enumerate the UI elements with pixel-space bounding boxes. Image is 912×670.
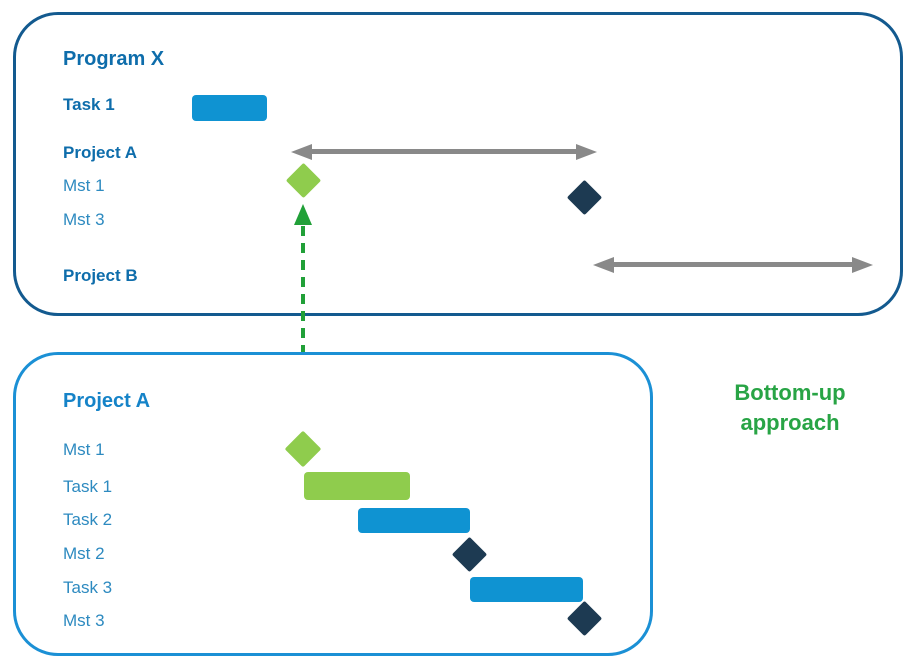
arrow-left-head-icon	[593, 257, 614, 273]
arrow-right-head-icon	[576, 144, 597, 160]
project-row-label-mst3: Mst 3	[63, 611, 105, 630]
project-task2-bar	[358, 508, 470, 533]
program-row-label-mst1: Mst 1	[63, 176, 105, 195]
project-a-title: Project A	[63, 390, 151, 412]
arrow-shaft	[305, 149, 583, 154]
project-row-label-mst1: Mst 1	[63, 440, 105, 459]
project-row-label-task1: Task 1	[63, 477, 113, 496]
bottom-up-connector-arrowhead-icon	[294, 204, 312, 225]
project-task3-bar	[470, 577, 583, 602]
program-projectB-duration-arrow-icon	[593, 257, 873, 273]
arrow-left-head-icon	[291, 144, 312, 160]
bottom-up-approach-label: Bottom-up approach	[698, 378, 882, 438]
annotation-line1: Bottom-up	[734, 380, 846, 405]
program-row-label-projectA: Project A	[63, 143, 138, 162]
project-row-label-mst2: Mst 2	[63, 544, 105, 563]
program-row-label-mst3: Mst 3	[63, 210, 105, 229]
bottom-up-connector-dashed-line-icon	[301, 226, 305, 430]
project-task1-bar	[304, 472, 410, 500]
annotation-line2: approach	[740, 410, 840, 435]
program-row-label-projectB: Project B	[63, 266, 138, 285]
program-row-label-task1: Task 1	[63, 95, 115, 114]
project-row-label-task3: Task 3	[63, 578, 113, 597]
project-a-panel	[13, 352, 653, 656]
arrow-shaft	[607, 262, 859, 267]
project-row-label-task2: Task 2	[63, 510, 113, 529]
arrow-right-head-icon	[852, 257, 873, 273]
program-task1-bar	[192, 95, 267, 121]
program-projectA-duration-arrow-icon	[291, 144, 597, 160]
program-x-title: Program X	[63, 48, 165, 70]
